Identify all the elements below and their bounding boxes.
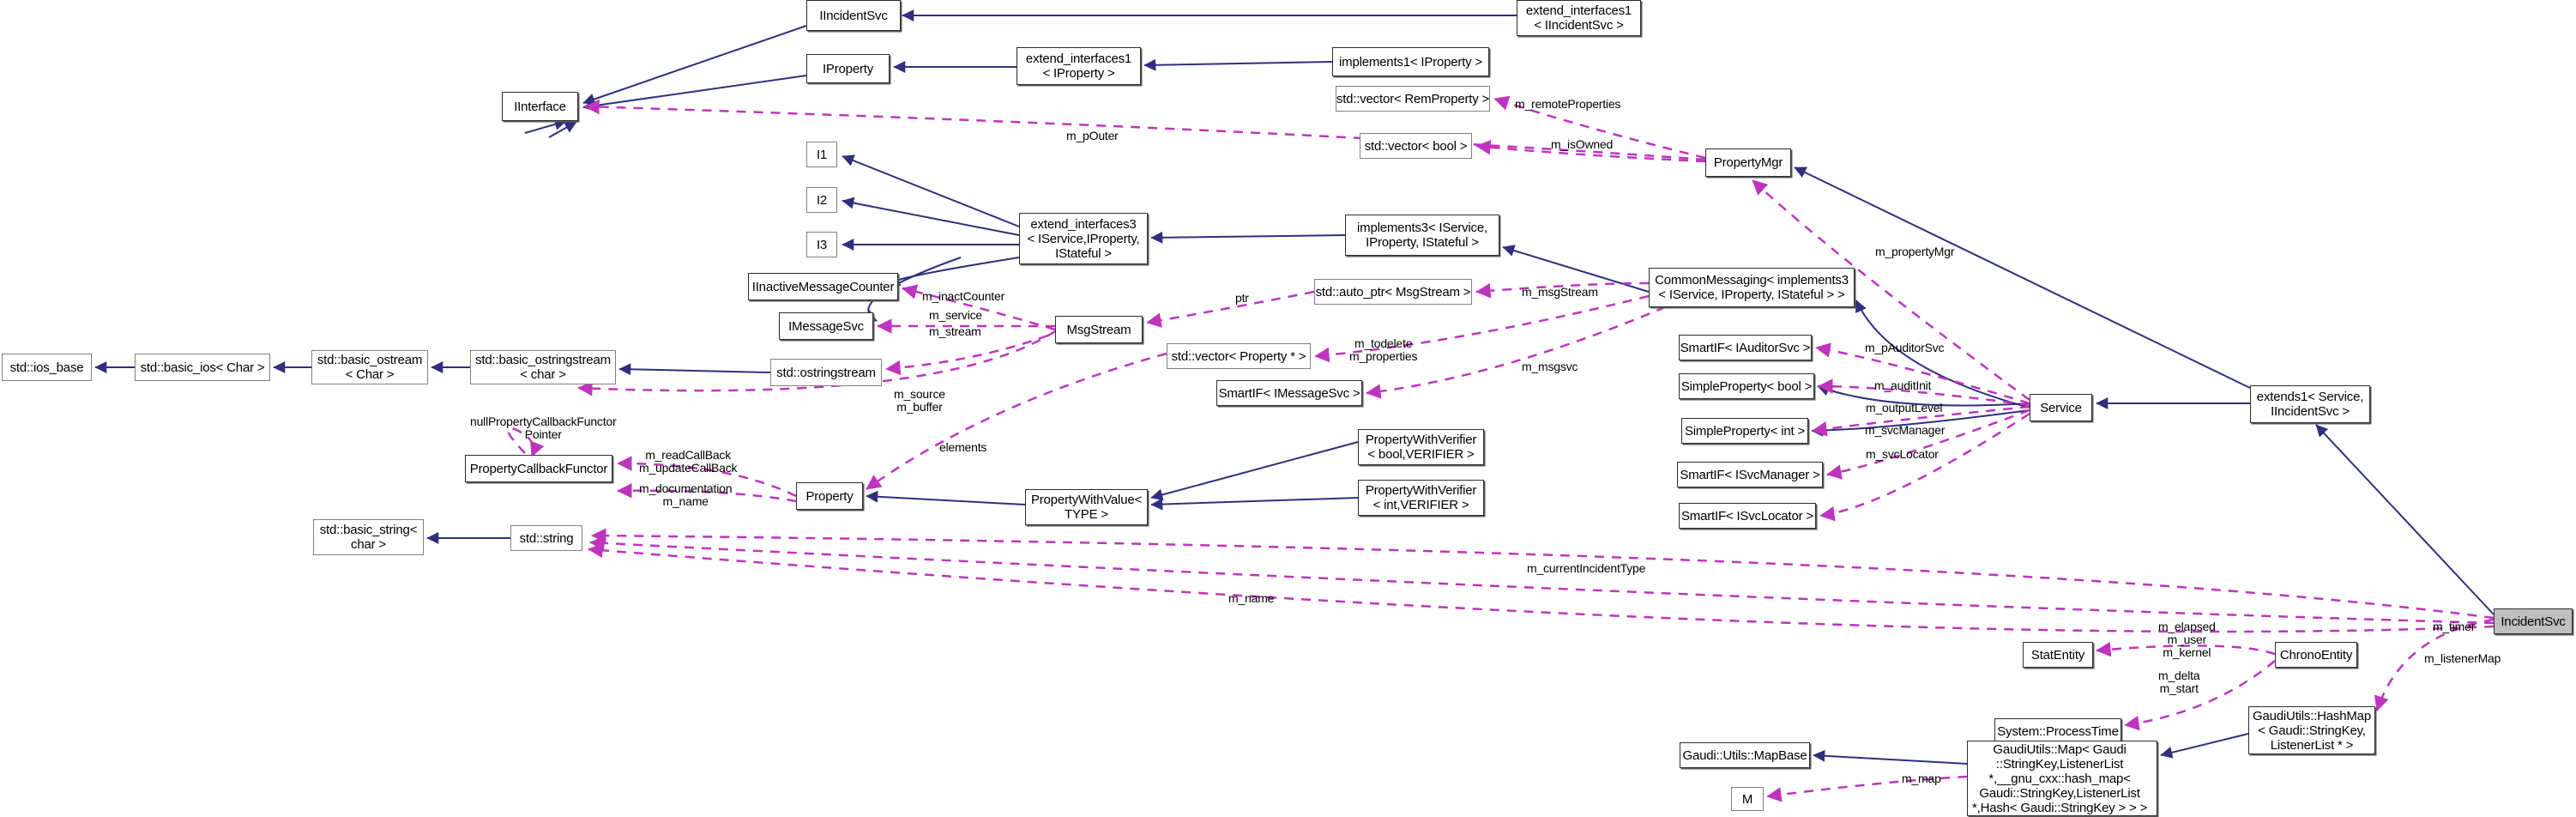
- class-node-IProperty[interactable]: IProperty: [806, 54, 890, 83]
- edge-label-m_elapsed_m_user_m_kernel: m_elapsed m_user m_kernel: [2158, 620, 2216, 659]
- edge-label-m_source_m_buffer: m_source m_buffer: [894, 387, 945, 414]
- class-node-std_ios_base[interactable]: std::ios_base: [2, 354, 92, 381]
- class-node-SimpleProperty_bool[interactable]: SimpleProperty< bool >: [1679, 373, 1814, 399]
- edge-label-m_pOuter: m_pOuter: [1066, 129, 1119, 142]
- edge-label-elements: elements: [939, 440, 987, 454]
- class-node-CommonMessaging[interactable]: CommonMessaging< implements3 < IService,…: [1649, 268, 1855, 307]
- class-node-PropertyWithValue[interactable]: PropertyWithValue< TYPE >: [1025, 489, 1148, 525]
- class-node-extend_interfaces1_IProperty[interactable]: extend_interfaces1 < IProperty >: [1017, 47, 1141, 85]
- edge-label-m_timer: m_timer: [2433, 620, 2476, 633]
- class-node-SmartIF_ISvcManager[interactable]: SmartIF< ISvcManager >: [1677, 462, 1823, 487]
- class-node-StatEntity[interactable]: StatEntity: [2023, 642, 2093, 668]
- class-node-PropertyWithVerifier_bool[interactable]: PropertyWithVerifier < bool,VERIFIER >: [1358, 429, 1484, 465]
- edge-label-m_svcManager: m_svcManager: [1865, 423, 1946, 437]
- class-node-implements3[interactable]: implements3< IService, IProperty, IState…: [1345, 215, 1499, 256]
- class-node-PropertyMgr[interactable]: PropertyMgr: [1705, 148, 1791, 177]
- class-node-extend_interfaces3[interactable]: extend_interfaces3 < IService,IProperty,…: [1019, 213, 1148, 264]
- class-node-IMessageSvc[interactable]: IMessageSvc: [779, 312, 873, 340]
- edge-label-m_currentIncidentType: m_currentIncidentType: [1527, 561, 1646, 575]
- edge-label-m_propertyMgr: m_propertyMgr: [1875, 245, 1955, 258]
- class-node-MsgStream[interactable]: MsgStream: [1055, 316, 1143, 343]
- edge-label-m_delta_m_start: m_delta m_start: [2158, 669, 2200, 695]
- edge-label-m_service: m_service: [929, 308, 982, 322]
- class-node-SmartIF_ISvcLocator[interactable]: SmartIF< ISvcLocator >: [1679, 503, 1816, 529]
- class-node-extend_interfaces1_IIncidentSvc[interactable]: extend_interfaces1 < IIncidentSvc >: [1517, 0, 1641, 36]
- class-node-std_ostringstream[interactable]: std::ostringstream: [770, 359, 882, 386]
- class-node-M[interactable]: M: [1731, 787, 1764, 811]
- edge-label-m_name: m_name: [1228, 591, 1275, 605]
- class-node-Property[interactable]: Property: [796, 482, 863, 510]
- class-node-GaudiUtils_HashMap[interactable]: GaudiUtils::HashMap < Gaudi::StringKey, …: [2248, 706, 2375, 754]
- class-node-std_vector_Property_ptr[interactable]: std::vector< Property * >: [1167, 343, 1311, 369]
- class-node-extends1_Service[interactable]: extends1< Service, IIncidentSvc >: [2250, 385, 2370, 423]
- class-node-I2[interactable]: I2: [806, 187, 837, 213]
- edge-label-m_map: m_map: [1902, 772, 1941, 785]
- class-node-SmartIF_IMessageSvc[interactable]: SmartIF< IMessageSvc >: [1216, 380, 1362, 406]
- edge-label-m_readCallBack_m_updateCallBack: m_readCallBack m_updateCallBack: [639, 448, 738, 475]
- edge-label-ptr: ptr: [1235, 291, 1249, 305]
- class-node-SimpleProperty_int[interactable]: SimpleProperty< int >: [1681, 418, 1808, 444]
- class-node-std_basic_ostringstream[interactable]: std::basic_ostringstream < char >: [470, 350, 616, 384]
- class-node-System_ProcessTime[interactable]: System::ProcessTime: [1994, 718, 2121, 744]
- edge-label-m_listenerMap: m_listenerMap: [2424, 651, 2501, 665]
- class-node-SmartIF_IAuditorSvc[interactable]: SmartIF< IAuditorSvc >: [1679, 335, 1812, 360]
- edge-label-m_msgStream: m_msgStream: [1522, 285, 1598, 299]
- edge-label-m_remoteProperties: m_remoteProperties: [1515, 97, 1621, 111]
- class-node-Gaudi_Utils_MapBase[interactable]: Gaudi::Utils::MapBase: [1680, 742, 1810, 768]
- edge-label-m_documentation_m_name: m_documentation m_name: [639, 481, 733, 508]
- class-node-implements1_IProperty[interactable]: implements1< IProperty >: [1332, 47, 1489, 76]
- class-node-GaudiUtils_Map[interactable]: GaudiUtils::Map< Gaudi ::StringKey,Liste…: [1967, 741, 2157, 816]
- class-node-std_basic_ios[interactable]: std::basic_ios< Char >: [135, 354, 270, 381]
- edge-label-m_todelete_m_properties: m_todelete m_properties: [1349, 336, 1418, 363]
- class-node-std_basic_string[interactable]: std::basic_string< char >: [313, 519, 424, 555]
- class-node-IIncidentSvc_top[interactable]: IIncidentSvc: [806, 0, 901, 31]
- class-node-IInactiveMessageCounter[interactable]: IInactiveMessageCounter: [748, 273, 898, 300]
- class-node-std_basic_ostream[interactable]: std::basic_ostream < Char >: [311, 350, 428, 384]
- class-node-I3[interactable]: I3: [806, 232, 837, 257]
- class-node-I1[interactable]: I1: [806, 142, 837, 167]
- class-node-IInterface[interactable]: IInterface: [502, 92, 578, 121]
- edge-label-m_svcLocator: m_svcLocator: [1866, 447, 1939, 461]
- class-node-std_auto_ptr_MsgStream[interactable]: std::auto_ptr< MsgStream >: [1314, 279, 1472, 305]
- class-node-PropertyCallbackFunctor[interactable]: PropertyCallbackFunctor: [465, 455, 612, 482]
- usage-edges: [507, 95, 2495, 802]
- class-node-std_vector_RemProperty[interactable]: std::vector< RemProperty >: [1336, 86, 1490, 112]
- class-node-IncidentSvc[interactable]: IncidentSvc: [2494, 608, 2573, 634]
- class-node-std_string[interactable]: std::string: [510, 525, 582, 551]
- class-node-std_vector_bool[interactable]: std::vector< bool >: [1360, 133, 1472, 159]
- edge-label-nullPropertyCallbackFunctorPointer: nullPropertyCallbackFunctor Pointer: [470, 415, 617, 441]
- class-node-PropertyWithVerifier_int[interactable]: PropertyWithVerifier < int,VERIFIER >: [1358, 480, 1484, 516]
- edge-label-m_stream: m_stream: [929, 324, 981, 338]
- edge-label-m_outputLevel: m_outputLevel: [1866, 401, 1943, 415]
- edge-label-m_isOwned: m_isOwned: [1551, 137, 1614, 151]
- class-node-ChronoEntity[interactable]: ChronoEntity: [2275, 642, 2357, 668]
- class-node-Service[interactable]: Service: [2030, 394, 2092, 421]
- edge-label-m_msgsvc: m_msgsvc: [1522, 360, 1578, 373]
- edge-label-m_pAuditorSvc: m_pAuditorSvc: [1865, 341, 1945, 354]
- edge-label-m_auditInit: m_auditInit: [1874, 378, 1932, 392]
- edge-label-m_inactCounter: m_inactCounter: [922, 289, 1005, 303]
